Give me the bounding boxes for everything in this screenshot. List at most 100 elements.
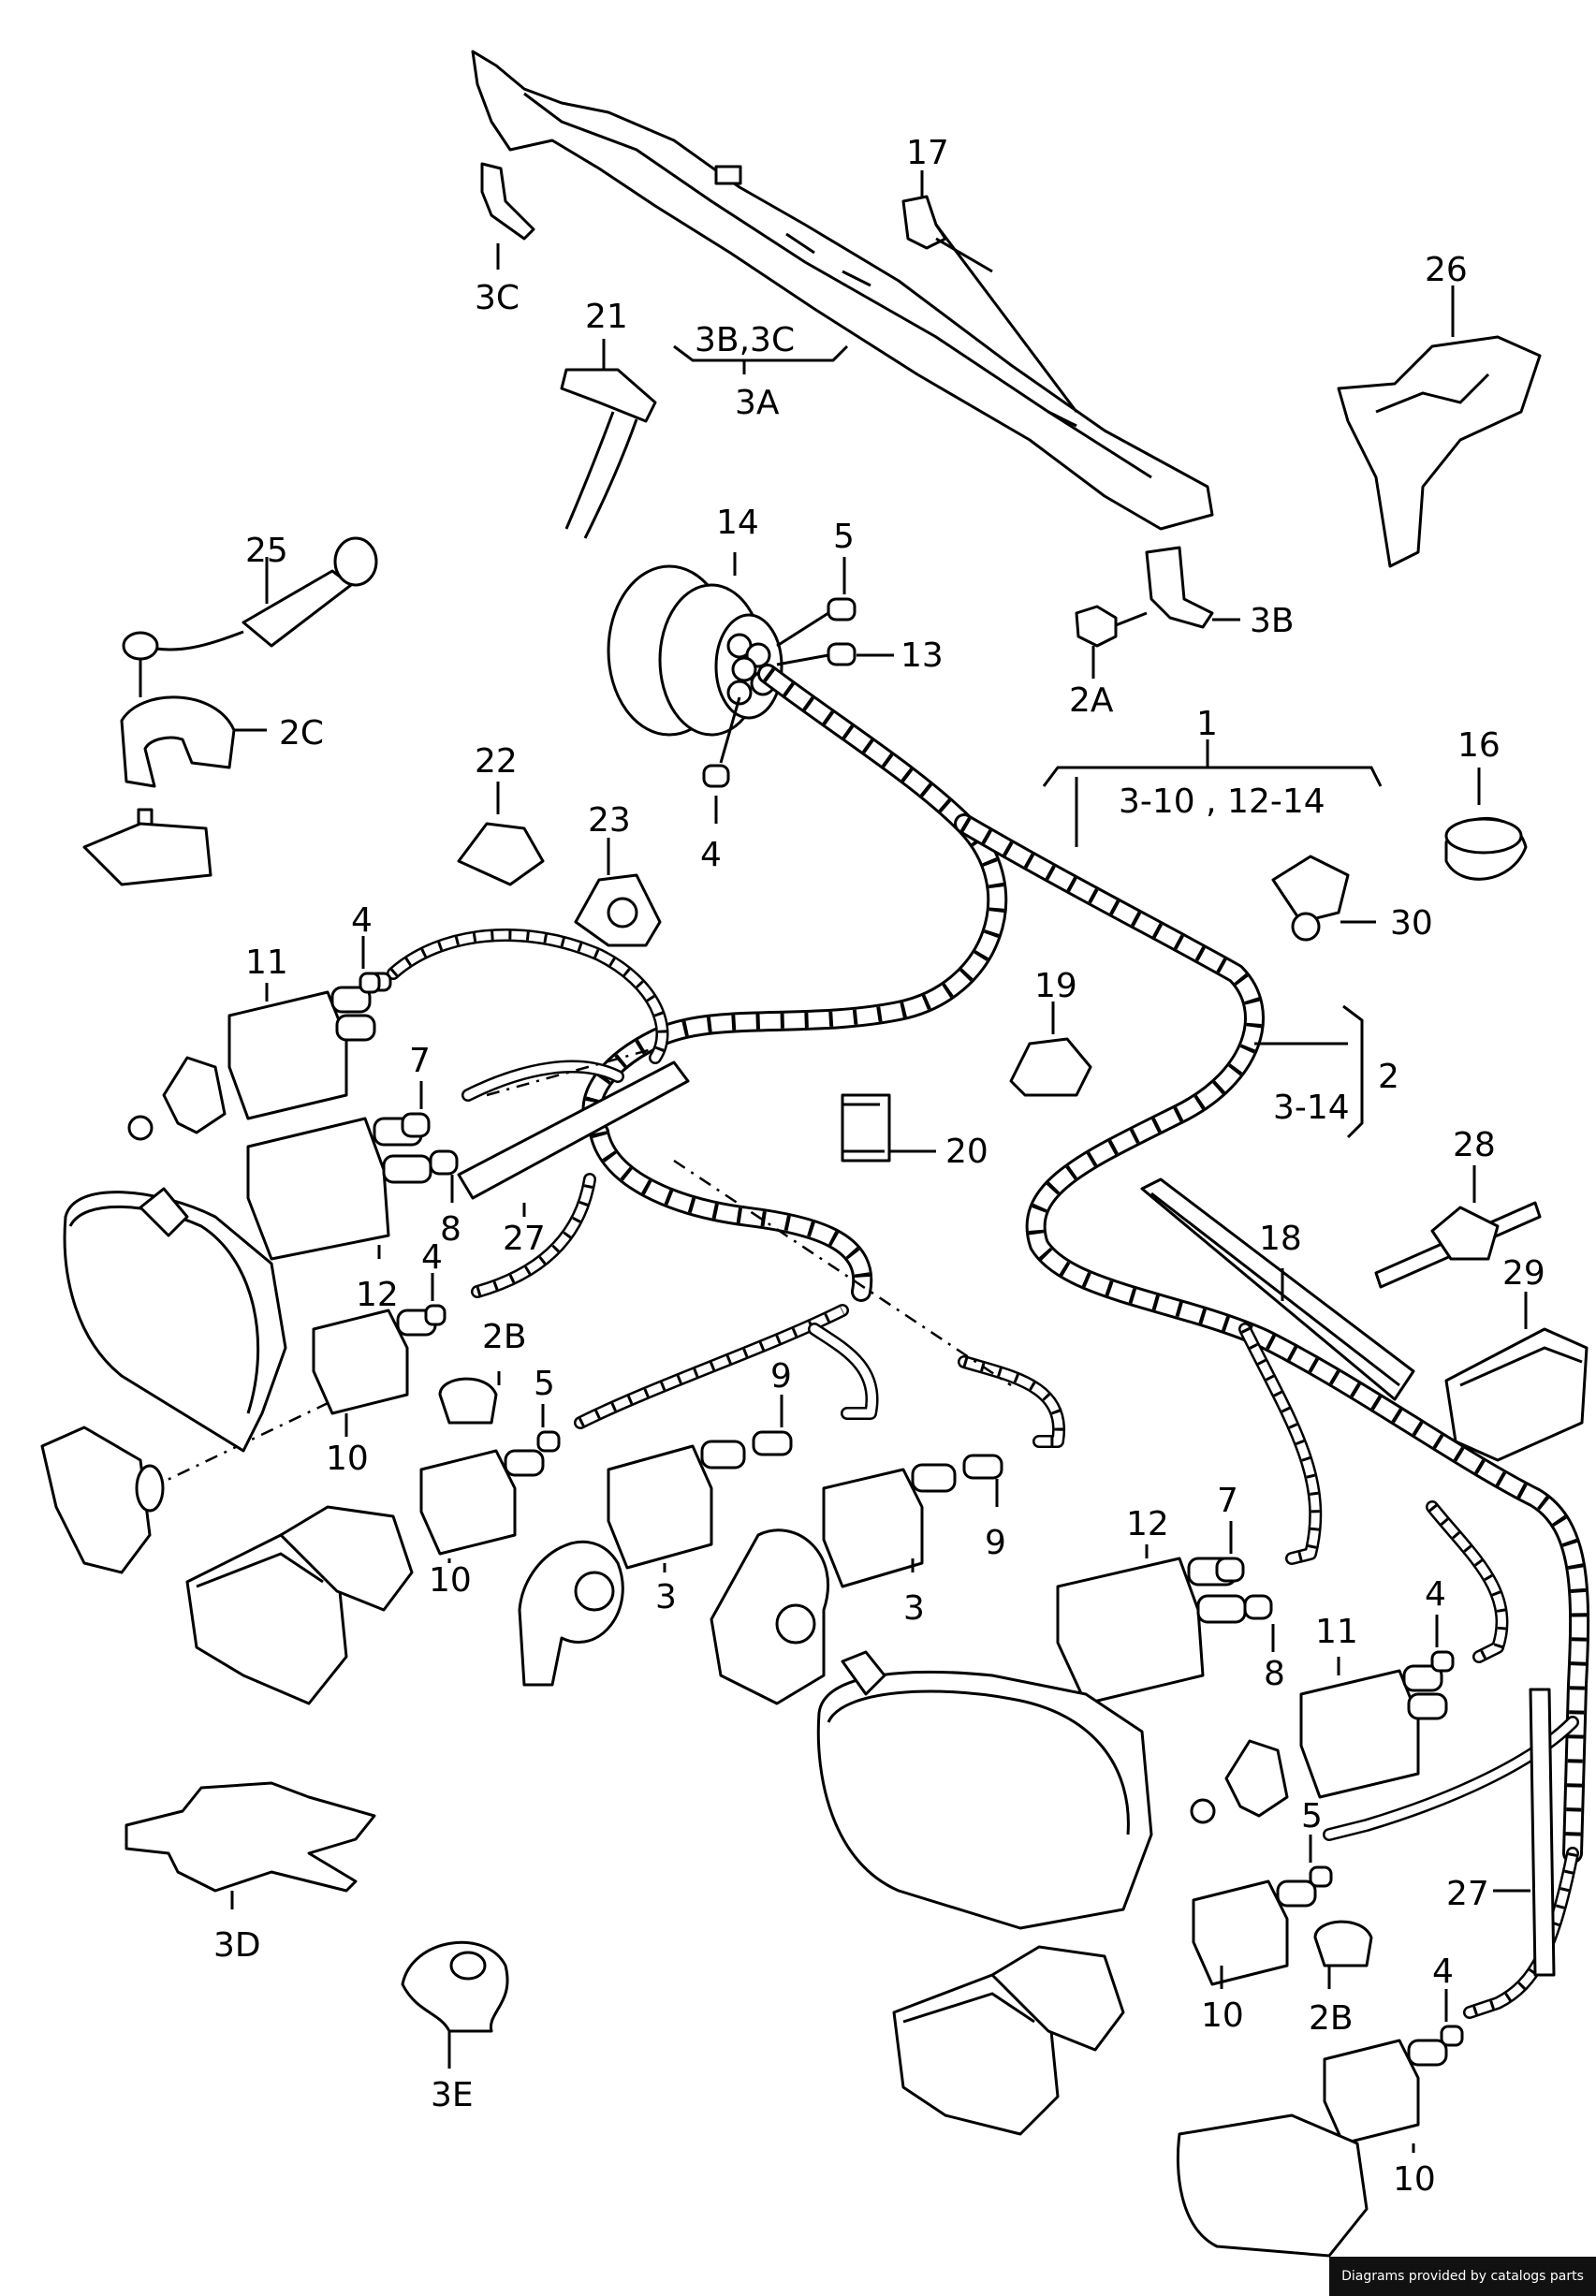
plug-5-right [1309, 1835, 1333, 1888]
label-1-range: 3-10 , 12-14 [1119, 782, 1325, 821]
label-2b-right: 2B [1309, 1999, 1354, 2038]
label-28: 28 [1453, 1126, 1496, 1164]
connector-10-right2 [1323, 2039, 1448, 2153]
label-9-right: 9 [985, 1524, 1006, 1562]
actuator-left [127, 1056, 227, 1141]
lamp-small-right [1176, 2113, 1369, 2258]
credit-badge: Diagrams provided by catalogs parts [1329, 2257, 1596, 2296]
clip-28 [1374, 1165, 1542, 1289]
horn-right [663, 1528, 830, 1705]
connector-12-right [1056, 1544, 1247, 1705]
plug-4-right2 [1440, 1989, 1464, 2047]
plug-4-top [702, 696, 741, 824]
clip-20 [841, 1093, 936, 1163]
connector-11-left [227, 972, 392, 1120]
label-8-left: 8 [440, 1210, 461, 1249]
label-2: 2 [1378, 1058, 1399, 1096]
label-13: 13 [900, 636, 944, 675]
bracket-group-2 [1254, 1004, 1364, 1139]
label-27-left: 27 [503, 1220, 546, 1258]
connector-3-right [822, 1463, 957, 1588]
label-2b-left: 2B [482, 1318, 527, 1356]
connector-10-left2 [419, 1449, 545, 1563]
plug-4-right1 [1430, 1615, 1455, 1673]
label-12-left: 12 [356, 1276, 399, 1314]
label-2c: 2C [279, 714, 324, 753]
plug-13 [776, 642, 894, 666]
clip-23 [574, 838, 662, 947]
clip-17 [901, 170, 1078, 413]
label-7-right: 7 [1217, 1482, 1238, 1520]
label-3b: 3B [1250, 602, 1295, 640]
foglight-right [892, 1945, 1125, 2136]
clip-16 [1444, 768, 1528, 881]
tube-27-right [1493, 1688, 1556, 1977]
label-4-r1: 4 [1425, 1575, 1446, 1614]
connector-3-left [607, 1440, 746, 1572]
label-30: 30 [1390, 904, 1433, 943]
foglight-left [185, 1505, 414, 1705]
tube-27-left [457, 1060, 690, 1217]
label-4-r2: 4 [1432, 1952, 1454, 1991]
plug-7-left [401, 1081, 431, 1138]
label-10-l2: 10 [429, 1561, 472, 1600]
label-27-right: 27 [1446, 1875, 1489, 1913]
label-4-top: 4 [700, 836, 722, 874]
bracket-group-3a [673, 344, 849, 374]
actuator-right [1190, 1739, 1289, 1824]
label-11-right: 11 [1315, 1613, 1358, 1651]
plug-4-left1 [359, 936, 381, 994]
label-5-top: 5 [833, 518, 855, 556]
plug-9-left [752, 1395, 793, 1456]
plug-7-right [1215, 1521, 1245, 1583]
labels: 17 3C 21 3B,3C 3A 26 14 5 13 4 3B 2A 25 … [213, 134, 1545, 2199]
plug-9-right [962, 1454, 1003, 1507]
label-3a: 3A [735, 384, 780, 422]
label-25: 25 [245, 532, 288, 570]
plug-4-left2 [424, 1273, 447, 1326]
clip-19 [1009, 1002, 1092, 1097]
connector-10-left1 [312, 1309, 437, 1437]
label-22: 22 [475, 742, 518, 781]
connector-10-right1 [1192, 1879, 1317, 1989]
label-26: 26 [1425, 251, 1468, 289]
plug-8-right [1243, 1594, 1275, 1652]
label-3b3c: 3B,3C [695, 321, 795, 359]
label-8-right: 8 [1264, 1655, 1285, 1693]
plug-5-left [536, 1404, 561, 1453]
bracket-26 [1337, 285, 1542, 568]
label-16: 16 [1457, 726, 1501, 765]
cable-25 [122, 536, 378, 661]
clamp-2c [120, 660, 267, 788]
main-harness [581, 664, 1590, 1864]
centre-lines [149, 1046, 1012, 1490]
connector-11-right [1299, 1657, 1448, 1799]
plug-5-top [776, 557, 857, 648]
channel-18 [1140, 1177, 1415, 1401]
label-21: 21 [585, 298, 628, 336]
label-3e: 3E [431, 2076, 474, 2114]
plug-8-left [429, 1149, 459, 1203]
label-4-l1: 4 [351, 901, 373, 940]
headlight-left [63, 1187, 287, 1453]
label-7-left: 7 [409, 1042, 431, 1080]
label-3-left: 3 [655, 1578, 677, 1616]
screw-2c [82, 808, 212, 886]
label-11-left: 11 [245, 943, 288, 982]
label-29: 29 [1502, 1254, 1545, 1293]
label-4-l2: 4 [421, 1238, 443, 1277]
label-10-r1: 10 [1201, 1996, 1244, 2035]
clip-2b-right [1313, 1920, 1373, 1989]
clip-30 [1271, 855, 1376, 942]
clip-2b-left [438, 1371, 501, 1425]
label-23: 23 [588, 801, 631, 840]
label-3-right: 3 [903, 1589, 925, 1628]
label-1: 1 [1196, 705, 1218, 743]
label-3c: 3C [475, 279, 520, 317]
label-12-right: 12 [1126, 1505, 1169, 1543]
label-3d: 3D [213, 1926, 261, 1965]
label-20: 20 [945, 1133, 988, 1171]
clip-3c [480, 162, 535, 270]
horn-bracket-3e [401, 1940, 509, 2069]
